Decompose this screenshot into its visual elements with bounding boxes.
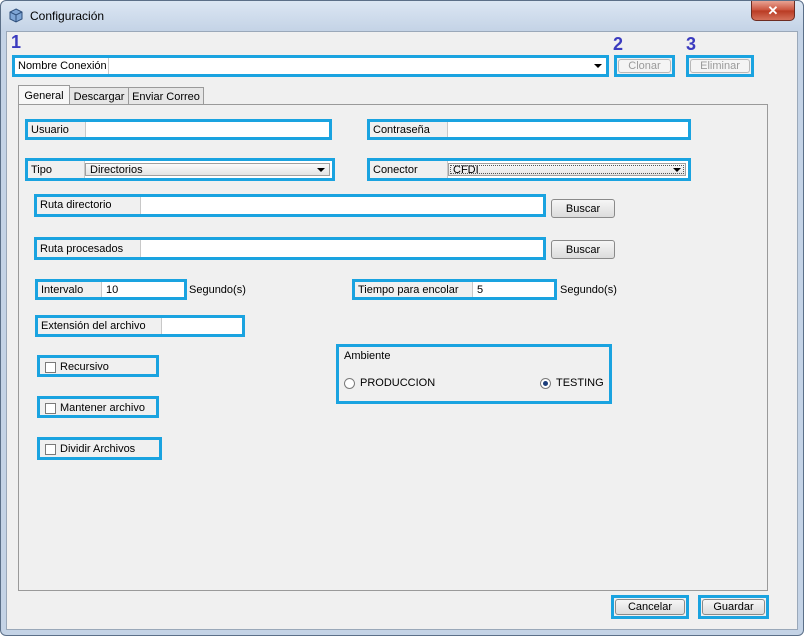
- ruta-procesados-group: Ruta procesados: [34, 237, 546, 260]
- buscar-directorio-button[interactable]: Buscar: [551, 199, 615, 218]
- conector-label: Conector: [370, 161, 448, 178]
- intervalo-label: Intervalo: [38, 282, 102, 297]
- clone-button[interactable]: Clonar: [618, 59, 671, 73]
- ruta-directorio-group: Ruta directorio: [34, 194, 546, 217]
- encolar-label: Tiempo para encolar: [355, 282, 473, 297]
- mantener-label: Mantener archivo: [60, 402, 145, 414]
- extension-group: Extensión del archivo: [35, 315, 245, 337]
- ruta-directorio-input[interactable]: [141, 197, 543, 214]
- chevron-down-icon: [317, 167, 325, 172]
- annotation-3: 3: [686, 34, 697, 54]
- close-button[interactable]: ✕: [751, 1, 795, 21]
- annotation-1: 1: [11, 32, 22, 52]
- delete-highlight: Eliminar: [686, 55, 754, 77]
- dividir-group[interactable]: Dividir Archivos: [37, 437, 162, 460]
- cancel-highlight: Cancelar: [611, 595, 689, 619]
- close-icon: ✕: [767, 2, 779, 18]
- delete-button[interactable]: Eliminar: [690, 59, 750, 73]
- testing-label: TESTING: [556, 377, 604, 389]
- mantener-checkbox[interactable]: [45, 403, 56, 414]
- dividir-checkbox[interactable]: [45, 444, 56, 455]
- connection-combo[interactable]: Nombre Conexión: [12, 55, 609, 77]
- chevron-down-icon: [673, 167, 681, 172]
- encolar-unit: Segundo(s): [560, 284, 617, 296]
- save-highlight: Guardar: [698, 595, 769, 619]
- intervalo-group: Intervalo 10: [35, 279, 187, 300]
- tipo-group: Tipo Directorios: [25, 158, 335, 181]
- ruta-directorio-label: Ruta directorio: [37, 197, 141, 214]
- tab-descargar[interactable]: Descargar: [69, 87, 129, 105]
- extension-input[interactable]: [162, 318, 242, 334]
- recursivo-checkbox[interactable]: [45, 362, 56, 373]
- cancel-button[interactable]: Cancelar: [615, 599, 685, 615]
- encolar-input[interactable]: 5: [473, 282, 554, 297]
- contrasena-input[interactable]: [448, 122, 688, 137]
- app-cube-icon: [9, 8, 23, 23]
- buscar-procesados-button[interactable]: Buscar: [551, 240, 615, 259]
- ambiente-group: Ambiente PRODUCCION TESTING: [336, 344, 612, 404]
- ruta-procesados-label: Ruta procesados: [37, 240, 141, 257]
- recursivo-group[interactable]: Recursivo: [37, 355, 159, 377]
- conector-group: Conector CFDI: [367, 158, 691, 181]
- mantener-group[interactable]: Mantener archivo: [37, 396, 159, 418]
- dividir-label: Dividir Archivos: [60, 443, 136, 455]
- usuario-input[interactable]: [86, 122, 329, 137]
- tipo-select[interactable]: Directorios: [85, 163, 330, 176]
- ambiente-label: Ambiente: [344, 350, 391, 362]
- tipo-label: Tipo: [28, 161, 85, 178]
- tab-general[interactable]: General: [18, 85, 70, 105]
- title-bar[interactable]: Configuración ✕: [1, 1, 805, 31]
- chevron-down-icon: [594, 64, 602, 68]
- encolar-group: Tiempo para encolar 5: [352, 279, 557, 300]
- contrasena-label: Contraseña: [370, 122, 448, 137]
- window-title: Configuración: [30, 9, 105, 23]
- produccion-radio[interactable]: [344, 378, 355, 389]
- conector-select[interactable]: CFDI: [448, 163, 686, 176]
- extension-label: Extensión del archivo: [38, 318, 162, 334]
- connection-value: [109, 58, 606, 74]
- intervalo-input[interactable]: 10: [102, 282, 184, 297]
- testing-radio[interactable]: [540, 378, 551, 389]
- usuario-label: Usuario: [28, 122, 86, 137]
- ruta-procesados-input[interactable]: [141, 240, 543, 257]
- clone-highlight: Clonar: [614, 55, 675, 77]
- usuario-group: Usuario: [25, 119, 332, 140]
- intervalo-unit: Segundo(s): [189, 284, 246, 296]
- save-button[interactable]: Guardar: [702, 599, 765, 615]
- recursivo-label: Recursivo: [60, 361, 109, 373]
- produccion-label: PRODUCCION: [360, 377, 436, 389]
- annotation-2: 2: [613, 34, 624, 54]
- tab-enviar-correo[interactable]: Enviar Correo: [128, 87, 204, 105]
- contrasena-group: Contraseña: [367, 119, 691, 140]
- connection-label: Nombre Conexión: [15, 58, 109, 74]
